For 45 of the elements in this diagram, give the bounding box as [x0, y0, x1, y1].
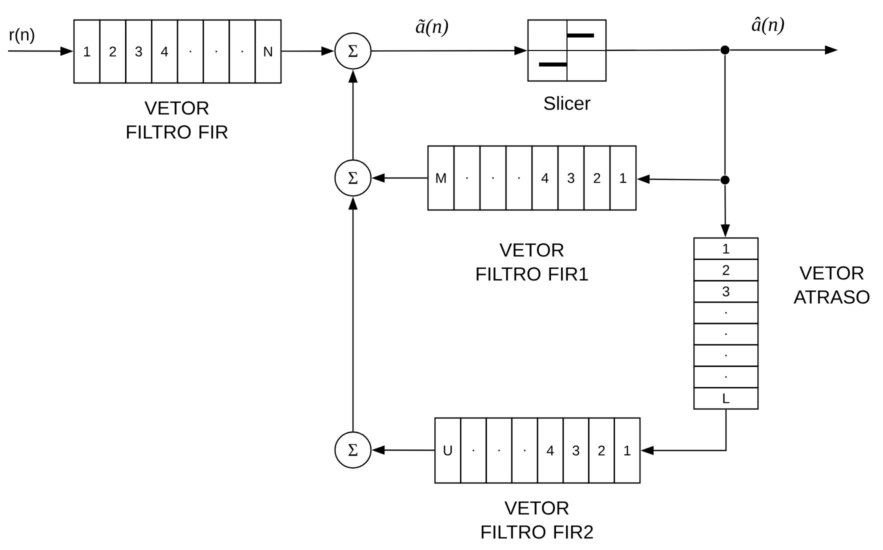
- register-cell: .: [228, 19, 256, 84]
- register-cell: .: [453, 145, 481, 211]
- register-cell: .: [460, 417, 487, 484]
- register-cell: 3: [693, 280, 759, 303]
- register-caption: VETOR FILTRO FIR: [127, 101, 228, 139]
- slicer-caption: Slicer: [544, 96, 590, 110]
- register-cell: 1: [614, 417, 641, 484]
- summing-junction: Σ: [334, 159, 372, 197]
- summing-junction: Σ: [334, 32, 372, 70]
- register-cell: 2: [693, 258, 759, 282]
- register-caption: VETOR FILTRO FIR1: [476, 243, 588, 281]
- register-cell: 3: [562, 417, 590, 484]
- register-cell: 1: [693, 237, 759, 260]
- register-cell: 1: [609, 145, 637, 211]
- edge-label: ã(n): [414, 18, 450, 38]
- register-cell: 4: [151, 19, 178, 84]
- register-caption: VETOR FILTRO FIR2: [482, 501, 593, 539]
- junction-dot: [720, 46, 730, 54]
- register-cell: L: [693, 387, 759, 410]
- edge-label: r(n): [8, 27, 36, 45]
- register-cell: .: [693, 344, 759, 367]
- register-cell: .: [176, 19, 204, 84]
- register-cell: M: [427, 145, 455, 211]
- summing-junction: Σ: [334, 431, 372, 469]
- edge-label: â(n): [750, 16, 786, 36]
- register-cell: 1: [73, 19, 100, 84]
- register-cell: U: [434, 417, 462, 484]
- register-cell: .: [505, 145, 533, 211]
- register-cell: .: [693, 366, 759, 388]
- junction-dot: [720, 176, 730, 184]
- register-cell: .: [486, 417, 512, 484]
- register-cell: .: [202, 19, 230, 84]
- register-cell: 3: [557, 145, 585, 211]
- register-cell: 2: [583, 145, 611, 211]
- register-cell: .: [511, 417, 538, 484]
- register-cell: .: [693, 322, 759, 346]
- register-caption: VETOR ATRASO: [794, 266, 870, 304]
- register-cell: .: [479, 145, 507, 211]
- register-cell: 2: [99, 19, 126, 84]
- register-cell: 2: [588, 417, 615, 484]
- register-cell: 3: [125, 19, 152, 84]
- register-cell: N: [254, 19, 282, 84]
- register-cell: 4: [531, 145, 559, 211]
- register-cell: .: [693, 302, 759, 324]
- register-cell: 4: [536, 417, 564, 484]
